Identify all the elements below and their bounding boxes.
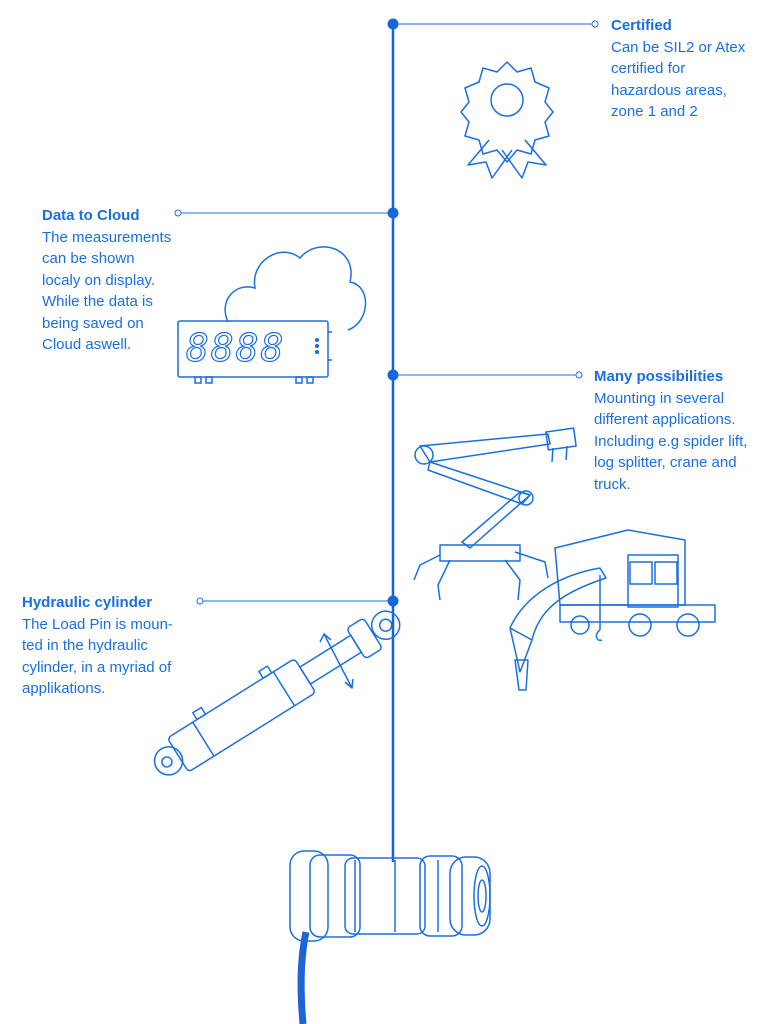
data-to-cloud-text-block: Data to Cloud The measurements can be sh… bbox=[42, 205, 171, 356]
many-possibilities-text-block: Many possibilities Mounting in several d… bbox=[594, 366, 747, 495]
many-possibilities-title: Many possibilities bbox=[594, 368, 724, 385]
hydraulic-cylinder-line: cylinder, in a myriad of bbox=[22, 658, 172, 676]
connector-certified bbox=[387, 18, 599, 30]
load-pin-cable bbox=[297, 931, 310, 1024]
many-possibilities-line: different applications. bbox=[594, 411, 736, 428]
data-to-cloud-line: can be shown bbox=[42, 250, 135, 267]
award-ribbon-icon bbox=[460, 61, 554, 179]
connector-hydraulic bbox=[196, 595, 399, 607]
data-to-cloud-line: The measurements bbox=[42, 228, 172, 246]
hydraulic-cylinder-line: The Load Pin is moun- bbox=[22, 615, 173, 633]
data-to-cloud-title: Data to Cloud bbox=[42, 207, 140, 224]
certified-line: Can be SIL2 or Atex bbox=[611, 38, 746, 56]
many-possibilities-line: Mounting in several bbox=[594, 389, 725, 407]
certified-line: certified for bbox=[611, 60, 686, 77]
data-to-cloud-line: Cloud aswell. bbox=[42, 336, 132, 353]
many-possibilities-line: truck. bbox=[594, 475, 631, 493]
certified-line: hazardous areas, bbox=[611, 81, 727, 99]
hydraulic-cylinder-line: applikations. bbox=[22, 680, 106, 697]
spider-lift-crane-truck-icon bbox=[413, 427, 716, 691]
many-possibilities-line: log splitter, crane and bbox=[594, 454, 737, 471]
display-digits: 8888 bbox=[186, 326, 286, 370]
data-to-cloud-line: being saved on bbox=[42, 314, 144, 332]
hydraulic-cylinder-text-block: Hydraulic cylinder The Load Pin is moun-… bbox=[22, 592, 173, 700]
load-pin-icon bbox=[289, 850, 491, 942]
certified-title: Certified bbox=[611, 17, 672, 34]
data-to-cloud-line: While the data is bbox=[42, 293, 153, 310]
certified-line: zone 1 and 2 bbox=[611, 103, 698, 120]
certified-text-block: Certified Can be SIL2 or Atex certified … bbox=[611, 15, 745, 123]
many-possibilities-line: Including e.g spider lift, bbox=[594, 432, 748, 450]
connector-cloud bbox=[174, 207, 399, 219]
hydraulic-cylinder-line: ted in the hydraulic bbox=[22, 637, 148, 654]
cloud-display-icon bbox=[177, 246, 367, 384]
hydraulic-cylinder-title: Hydraulic cylinder bbox=[22, 594, 153, 611]
connector-many bbox=[387, 369, 583, 381]
hydraulic-cylinder-icon bbox=[153, 610, 401, 776]
data-to-cloud-line: localy on display. bbox=[42, 271, 156, 289]
